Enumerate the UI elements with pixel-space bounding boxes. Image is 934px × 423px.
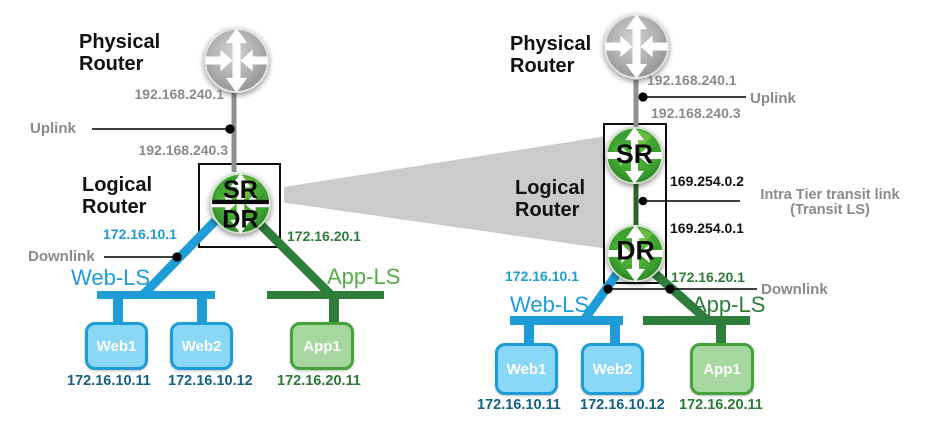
- uplink-label-left: Uplink: [30, 120, 76, 137]
- physical-uplink-ip-left: 192.168.240.1: [134, 86, 224, 102]
- transit-link-label: Intra Tier transit link (Transit LS): [760, 187, 900, 218]
- vm-box-web2-right: Web2: [581, 343, 644, 395]
- app-ls-bar-right: [643, 316, 750, 325]
- logical-uplink-ip-right: 192.168.240.3: [651, 105, 741, 121]
- downlink-web-wire-right: [580, 268, 623, 323]
- web-gateway-ip-right: 172.16.10.1: [505, 268, 579, 284]
- vm-box-web2-left: Web2: [170, 322, 233, 370]
- downlink-app-wire-left: [252, 216, 336, 300]
- physical-router-title-right: Physical Router: [510, 33, 592, 77]
- vm-ip-web2-right: 172.16.10.12: [580, 397, 665, 413]
- downlink-dot-app-right: [665, 284, 675, 294]
- vm-box-web1-left: Web1: [85, 322, 148, 370]
- vm-ip-app1-right: 172.16.20.11: [679, 397, 763, 413]
- sr-router-icon: SR: [605, 126, 664, 185]
- vm-label: App1: [303, 337, 341, 355]
- sr-label-left: SR: [223, 176, 258, 204]
- uplink-label-right: Uplink: [750, 90, 796, 107]
- app-ls-label-left: App-LS: [327, 264, 401, 289]
- web-ls-label-right: Web-LS: [510, 292, 590, 317]
- vm-label: Web2: [181, 337, 222, 355]
- web1-stub-left: [113, 299, 123, 323]
- physical-router-icon-left: [203, 27, 270, 94]
- vm-label: Web2: [592, 360, 633, 378]
- sr-dr-router-glyph: SR DR: [209, 172, 272, 235]
- app-ls-label-right: App-LS: [692, 292, 766, 317]
- web-ls-label-left: Web-LS: [71, 265, 151, 290]
- vm-box-app1-right: App1: [690, 343, 754, 395]
- uplink-dot-left: [225, 124, 235, 134]
- logical-router-icon-left: SR DR: [209, 172, 272, 235]
- sr-label-right: SR: [616, 139, 653, 169]
- dr-transit-ip: 169.254.0.1: [670, 220, 744, 236]
- logical-router-title-left: Logical Router: [82, 174, 153, 218]
- sr-dr-divider: [212, 199, 269, 205]
- vm-label: Web1: [96, 337, 137, 355]
- web2-stub-right: [610, 325, 620, 345]
- vm-box-app1-left: App1: [290, 322, 354, 370]
- downlink-app-wire-right: [649, 267, 710, 324]
- logical-uplink-ip-left: 192.168.240.3: [138, 142, 228, 158]
- app-gateway-ip-right: 172.16.20.1: [671, 269, 745, 285]
- physical-router-title-left: Physical Router: [79, 31, 161, 75]
- router-arrows-icon: [626, 225, 645, 282]
- router-glyph: SR: [605, 126, 664, 185]
- uplink-dot-right: [638, 92, 648, 102]
- app-ls-bar-left: [267, 291, 384, 299]
- vm-ip-web2-left: 172.16.10.12: [168, 373, 253, 389]
- vm-ip-web1-left: 172.16.10.11: [67, 373, 151, 389]
- downlink-label-left: Downlink: [28, 248, 95, 265]
- vm-label: Web1: [506, 360, 547, 378]
- router-glyph: DR: [606, 224, 665, 283]
- logical-router-title-right: Logical Router: [515, 177, 586, 221]
- dr-router-icon: DR: [606, 224, 665, 283]
- web2-stub-left: [197, 299, 207, 323]
- router-arrows-icon: [625, 14, 648, 79]
- web-ls-bar-left: [97, 291, 215, 299]
- vm-ip-app1-left: 172.16.20.11: [277, 373, 361, 389]
- web-gateway-ip-left: 172.16.10.1: [103, 226, 177, 242]
- vm-label: App1: [703, 360, 741, 378]
- physical-router-icon-right: [603, 13, 670, 80]
- vm-box-web1-right: Web1: [495, 343, 558, 395]
- downlink-label-right: Downlink: [761, 281, 828, 298]
- vm-ip-web1-right: 172.16.10.11: [477, 397, 561, 413]
- dr-label-right: DR: [616, 235, 654, 265]
- sr-transit-ip: 169.254.0.2: [670, 173, 744, 189]
- router-glyph: [604, 14, 669, 79]
- dr-label-left: DR: [222, 205, 258, 233]
- router-arrows-icon: [625, 127, 644, 184]
- web1-stub-right: [524, 325, 534, 345]
- app-gateway-ip-left: 172.16.20.1: [287, 228, 361, 244]
- router-arrows-icon: [225, 28, 248, 93]
- physical-uplink-ip-right: 192.168.240.1: [647, 72, 737, 88]
- app1-stub-left: [329, 299, 339, 323]
- downlink-dot-left: [172, 252, 182, 262]
- router-glyph: [204, 28, 269, 93]
- downlink-dot-web-right: [603, 284, 613, 294]
- web-ls-bar-right: [510, 316, 623, 325]
- app1-stub-right: [716, 325, 726, 345]
- transit-dot: [638, 196, 648, 206]
